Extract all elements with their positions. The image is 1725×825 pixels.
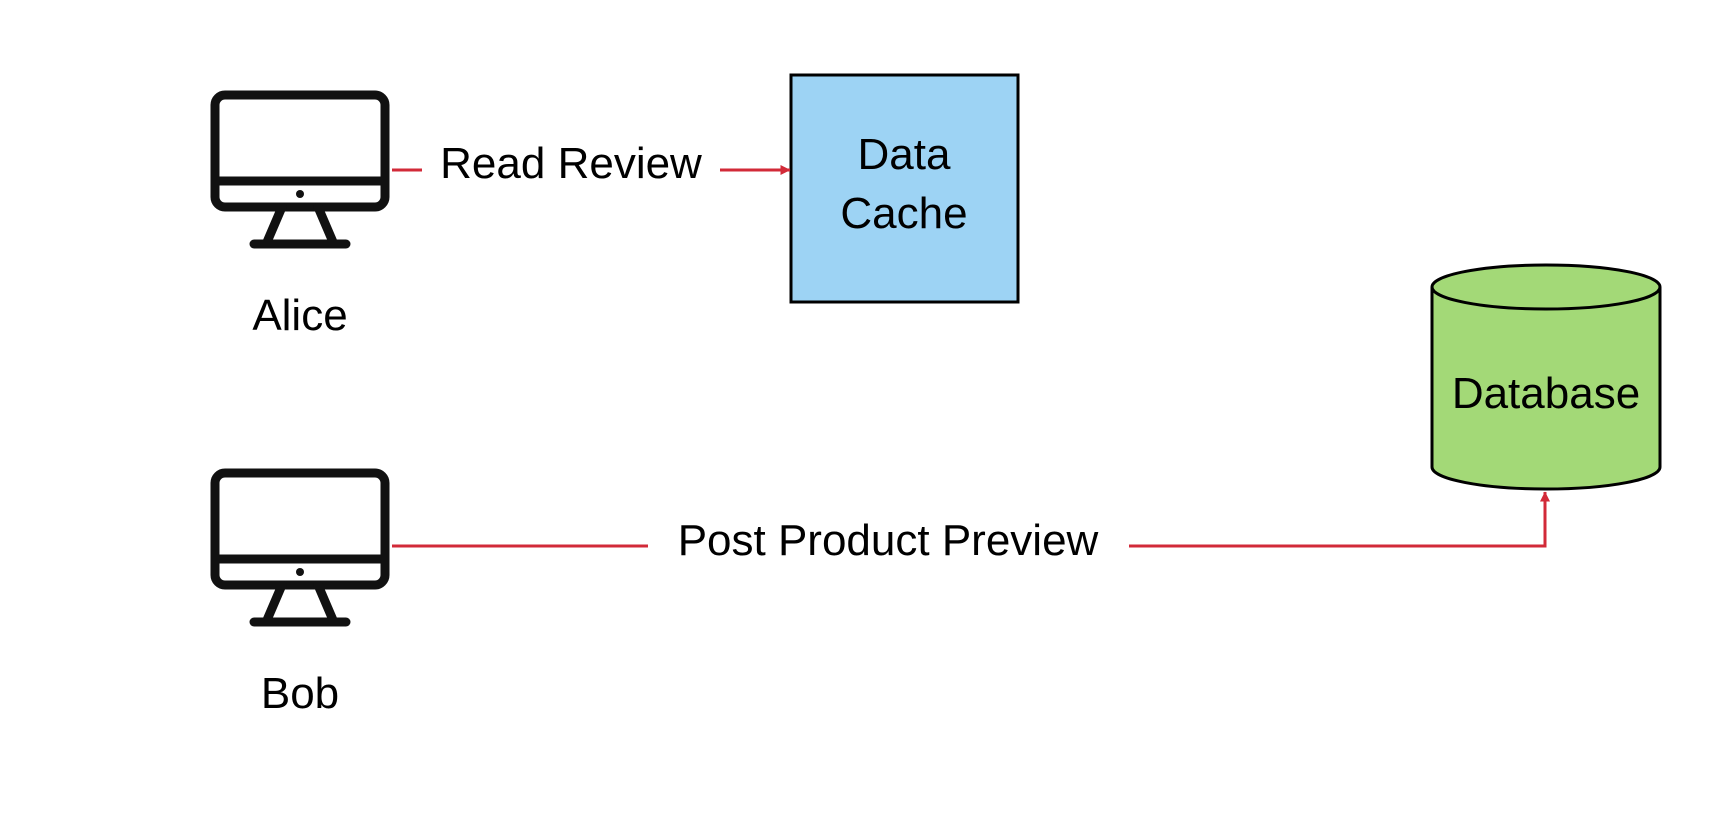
alice-label: Alice — [252, 291, 347, 340]
data-cache-label-line1: Data — [858, 130, 951, 179]
post-product-preview-label: Post Product Preview — [678, 516, 1099, 565]
data-cache-label-line2: Cache — [840, 189, 967, 238]
read-review-label: Read Review — [440, 139, 702, 188]
data-cache-box — [789, 73, 1020, 304]
database-cylinder — [1430, 263, 1662, 491]
post-product-preview-label-bg — [648, 515, 1129, 569]
bob-label: Bob — [261, 669, 339, 718]
database-label: Database — [1452, 369, 1640, 418]
bob-computer-icon — [210, 468, 390, 627]
alice-computer-icon — [210, 90, 390, 249]
read-review-label-bg — [422, 140, 720, 194]
